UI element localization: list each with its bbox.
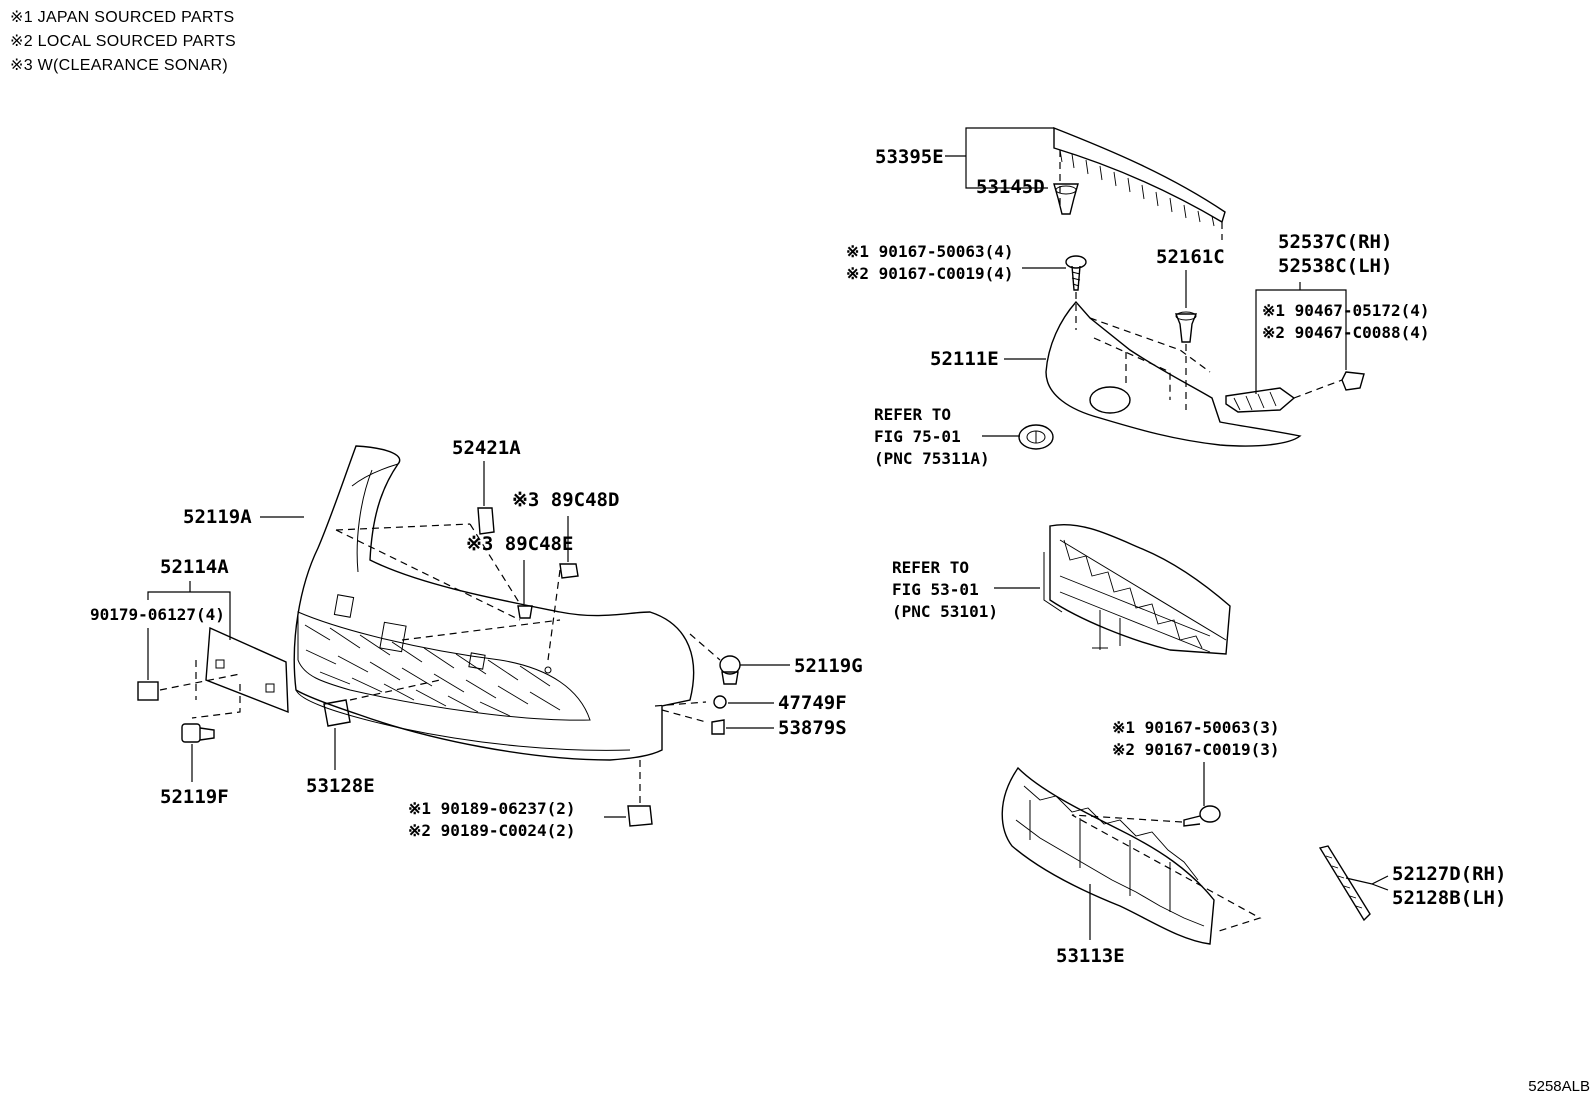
label-52119A: 52119A <box>183 506 252 528</box>
label-90189-C0024: ※2 90189-C0024(2) <box>408 821 576 840</box>
label-52538C-LH: 52538C(LH) <box>1278 255 1392 277</box>
label-52119F: 52119F <box>160 786 229 808</box>
label-53145D: 53145D <box>976 176 1045 198</box>
sonar-bracket-89C48E <box>517 605 533 619</box>
bracket-52421A <box>477 507 495 535</box>
label-53395E: 53395E <box>875 146 944 168</box>
clip-52161C <box>1174 311 1198 343</box>
screw-90167-lower <box>1183 805 1221 827</box>
label-90167-C0019-4: ※2 90167-C0019(4) <box>846 264 1014 283</box>
nut-90179 <box>137 681 159 701</box>
label-90167-50063-3: ※1 90167-50063(3) <box>1112 718 1280 737</box>
parts-source-notes: ※1 JAPAN SOURCED PARTS ※2 LOCAL SOURCED … <box>10 6 236 78</box>
cap-53128E <box>323 699 351 727</box>
label-89C48D: ※3 89C48D <box>512 489 619 511</box>
label-52537C-RH: 52537C(RH) <box>1278 231 1392 253</box>
label-52114A: 52114A <box>160 556 229 578</box>
grille-frame-53113E <box>1001 766 1215 945</box>
clip-53145D <box>1053 183 1079 215</box>
label-53128E: 53128E <box>306 775 375 797</box>
note-clearance-sonar: ※3 W(CLEARANCE SONAR) <box>10 57 228 74</box>
label-90167-C0019-3: ※2 90167-C0019(3) <box>1112 740 1280 759</box>
refer-75-01-line1: REFER TO <box>874 405 951 424</box>
radiator-grille-53101 <box>1043 524 1231 655</box>
refer-75-01-line2: FIG 75-01 <box>874 427 961 446</box>
label-52128B-LH: 52128B(LH) <box>1392 887 1506 909</box>
license-plate-bracket-52114A <box>205 626 289 714</box>
label-89C48E: ※3 89C48E <box>466 533 573 555</box>
label-53879S: 53879S <box>778 717 847 739</box>
bolt-52119F <box>181 723 215 743</box>
label-90189-06237: ※1 90189-06237(2) <box>408 799 576 818</box>
label-53113E: 53113E <box>1056 945 1125 967</box>
screw-90167-upper <box>1065 255 1087 291</box>
refer-53-01-line1: REFER TO <box>892 558 969 577</box>
refer-75-01-line3: (PNC 75311A) <box>874 449 990 468</box>
emblem-75311A <box>1018 424 1054 450</box>
label-90167-50063-4: ※1 90167-50063(4) <box>846 242 1014 261</box>
label-47749F: 47749F <box>778 692 847 714</box>
sonar-retainer-89C48D <box>559 563 579 579</box>
clip-90189 <box>627 805 653 827</box>
label-90467-C0088: ※2 90467-C0088(4) <box>1262 323 1430 342</box>
label-90179-06127: 90179-06127(4) <box>90 605 225 624</box>
clip-53879S <box>711 719 725 735</box>
side-bracket-52537C <box>1225 387 1296 413</box>
note-japan-sourced: ※1 JAPAN SOURCED PARTS <box>10 9 235 26</box>
label-52127D-RH: 52127D(RH) <box>1392 863 1506 885</box>
clip-90467 <box>1341 371 1365 391</box>
label-90467-05172: ※1 90467-05172(4) <box>1262 301 1430 320</box>
front-bumper-cover-52119A <box>293 445 695 761</box>
label-52119G: 52119G <box>794 655 863 677</box>
grille-molding-52127D <box>1318 845 1371 922</box>
nut-47749F <box>713 695 727 709</box>
label-52111E: 52111E <box>930 348 999 370</box>
bumper-cover-lower-52111E <box>1045 300 1302 447</box>
upper-molding-53395E <box>1053 126 1226 240</box>
refer-53-01-line3: (PNC 53101) <box>892 602 998 621</box>
clip-52119G <box>719 655 741 685</box>
label-52161C: 52161C <box>1156 246 1225 268</box>
figure-id: 5258ALB <box>1528 1078 1590 1095</box>
note-local-sourced: ※2 LOCAL SOURCED PARTS <box>10 33 236 50</box>
refer-53-01-line2: FIG 53-01 <box>892 580 979 599</box>
label-52421A: 52421A <box>452 437 521 459</box>
